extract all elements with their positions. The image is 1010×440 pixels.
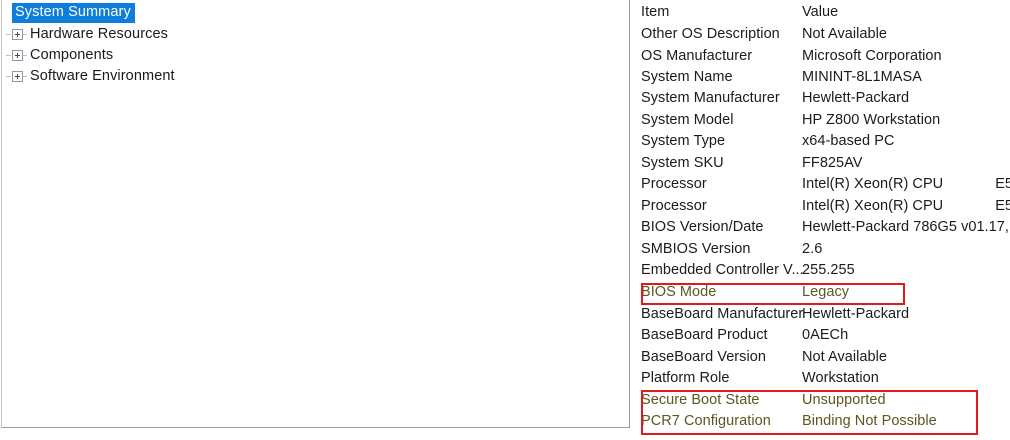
tree-item-label: System Summary — [12, 3, 135, 23]
grid-cell-item: System Name — [641, 69, 733, 85]
grid-cell-value: FF825AV — [802, 155, 863, 171]
grid-cell-item: Other OS Description — [641, 26, 780, 42]
grid-cell-value: 2.6 — [802, 241, 823, 257]
tree-item-label: Hardware Resources — [30, 26, 168, 42]
tree-connector-line — [23, 55, 27, 56]
grid-row[interactable]: Other OS Description Not Available — [632, 26, 1010, 47]
grid-cell-item: BaseBoard Version — [641, 349, 766, 365]
grid-row[interactable]: PCR7 Configuration Binding Not Possible — [632, 413, 1010, 434]
grid-row[interactable]: System Name MININT-8L1MASA — [632, 69, 1010, 90]
grid-row[interactable]: Platform Role Workstation — [632, 370, 1010, 391]
grid-cell-value: Intel(R) Xeon(R) CPU E5506 — [802, 198, 1010, 214]
grid-cell-value: x64-based PC — [802, 133, 895, 149]
grid-cell-value: Not Available — [802, 349, 888, 365]
tree-item-system-summary[interactable]: System Summary — [2, 3, 135, 23]
grid-row[interactable]: BaseBoard Product 0AECh — [632, 327, 1010, 348]
expand-plus-icon[interactable] — [12, 28, 23, 40]
tree-item-label: Software Environment — [30, 68, 175, 84]
grid-cell-item: Embedded Controller V... — [641, 262, 804, 278]
grid-cell-value: Workstation — [802, 370, 879, 386]
grid-row[interactable]: Processor Intel(R) Xeon(R) CPU E5506 — [632, 198, 1010, 219]
expand-plus-icon[interactable] — [12, 70, 23, 82]
expand-plus-icon[interactable] — [12, 49, 23, 61]
grid-cell-item: PCR7 Configuration — [641, 413, 771, 429]
grid-cell-item: BaseBoard Product — [641, 327, 768, 343]
grid-row[interactable]: Processor Intel(R) Xeon(R) CPU E5506 — [632, 176, 1010, 197]
grid-row[interactable]: SMBIOS Version 2.6 — [632, 241, 1010, 262]
grid-cell-item: System SKU — [641, 155, 724, 171]
grid-cell-item: Platform Role — [641, 370, 730, 386]
grid-cell-value: Hewlett-Packard — [802, 90, 910, 106]
tree-item-software-environment[interactable]: Software Environment — [2, 66, 175, 86]
grid-cell-item: SMBIOS Version — [641, 241, 751, 257]
tree-item-hardware-resources[interactable]: Hardware Resources — [2, 24, 168, 44]
processor-model: E5506 — [995, 176, 1010, 192]
grid-cell-value: HP Z800 Workstation — [802, 112, 941, 128]
grid-cell-value: 0AECh — [802, 327, 849, 343]
grid-cell-value: Hewlett-Packard — [802, 306, 910, 322]
grid-cell-value: Hewlett-Packard 786G5 v01.17, 8/ — [802, 219, 1010, 235]
grid-cell-item: Processor — [641, 176, 707, 192]
grid-row[interactable]: System Manufacturer Hewlett-Packard — [632, 90, 1010, 111]
tree-connector-line — [23, 34, 27, 35]
tree-connector-line — [6, 34, 11, 35]
grid-row[interactable]: System Model HP Z800 Workstation — [632, 112, 1010, 133]
column-header-value: Value — [802, 4, 839, 20]
tree-connector-line — [23, 76, 27, 77]
grid-cell-item: BaseBoard Manufacturer — [641, 306, 804, 322]
grid-row[interactable]: System Type x64-based PC — [632, 133, 1010, 154]
tree-item-components[interactable]: Components — [2, 45, 113, 65]
grid-cell-value: Legacy — [802, 284, 850, 300]
processor-name: Intel(R) Xeon(R) CPU — [802, 198, 944, 214]
grid-header-row: Item Value — [632, 4, 1010, 25]
grid-row[interactable]: System SKU FF825AV — [632, 155, 1010, 176]
grid-cell-item: System Model — [641, 112, 734, 128]
grid-row[interactable]: Embedded Controller V...255.255 — [632, 262, 1010, 283]
grid-cell-value: MININT-8L1MASA — [802, 69, 922, 85]
grid-cell-item: Processor — [641, 198, 707, 214]
grid-cell-item: Secure Boot State — [641, 392, 760, 408]
grid-cell-item: System Manufacturer — [641, 90, 780, 106]
grid-cell-value: Intel(R) Xeon(R) CPU E5506 — [802, 176, 1010, 192]
grid-cell-value: Unsupported — [802, 392, 886, 408]
grid-cell-item: BIOS Version/Date — [641, 219, 764, 235]
grid-cell-value: Binding Not Possible — [802, 413, 937, 429]
tree-item-label: Components — [30, 47, 114, 63]
grid-row[interactable]: OS Manufacturer Microsoft Corporation — [632, 48, 1010, 69]
grid-cell-item: BIOS Mode — [641, 284, 717, 300]
tree-connector-line — [6, 76, 11, 77]
processor-model: E5506 — [995, 198, 1010, 214]
grid-cell-item: OS Manufacturer — [641, 48, 753, 64]
grid-row[interactable]: BIOS Version/Date Hewlett-Packard 786G5 v… — [632, 219, 1010, 240]
grid-row[interactable]: Secure Boot State Unsupported — [632, 392, 1010, 413]
grid-cell-value: Not Available — [802, 26, 888, 42]
tree-connector-line — [6, 55, 11, 56]
grid-row[interactable]: BaseBoard Version Not Available — [632, 349, 1010, 370]
processor-name: Intel(R) Xeon(R) CPU — [802, 176, 944, 192]
grid-cell-value: Microsoft Corporation — [802, 48, 942, 64]
grid-cell-item: System Type — [641, 133, 726, 149]
grid-row[interactable]: BIOS Mode Legacy — [632, 284, 1010, 305]
column-header-item: Item — [641, 4, 670, 20]
grid-cell-value: 255.255 — [802, 262, 855, 278]
